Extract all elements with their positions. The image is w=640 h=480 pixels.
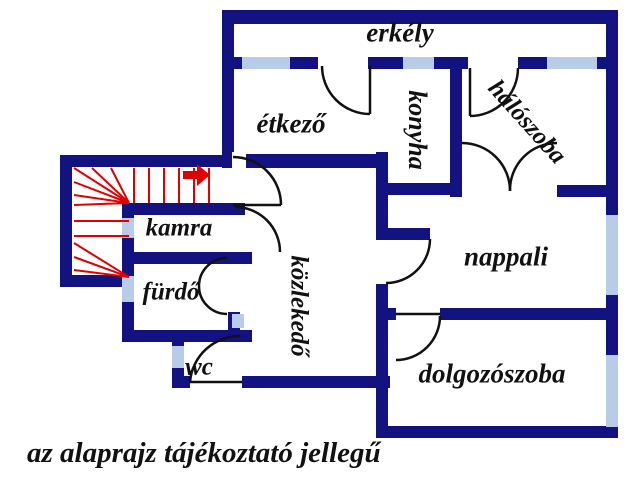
door-swing-arc [469,67,520,118]
window-marker [232,314,244,328]
wall-segment [376,152,388,240]
window-marker [403,57,434,69]
door-swing-arc [385,238,432,285]
stair-tread-line [73,202,130,206]
wall-segment [122,252,252,264]
door-swing-arc [461,141,512,192]
window-marker [547,57,597,69]
stair-tread-line [73,256,130,278]
stair-tread-line [73,194,130,204]
stair-tread-line [73,167,130,204]
window-marker [122,218,134,238]
wall-segment [376,426,618,438]
stair-tread-line [110,167,130,204]
wall-segment [450,57,462,197]
doorway-opening [468,56,518,70]
window-marker [606,215,618,295]
room-label-furdo: fürdő [142,278,200,306]
room-label-kozlekedo: közlekedő [285,255,313,357]
window-marker [122,276,134,302]
door-swing-arc [188,334,241,383]
disclaimer-caption: az alaprajz tájékoztató jellegű [27,437,381,469]
stair-tread-line [73,269,130,278]
room-label-dolgozoszoba: dolgozószoba [418,358,566,389]
stair-direction-arrow-icon [183,164,210,186]
wall-segment [60,275,134,287]
wall-segment [60,155,72,287]
room-label-wc: wc [185,353,213,381]
wall-segment [122,203,245,215]
room-label-nappali: nappali [463,241,549,272]
room-label-konyha: konyha [403,90,432,170]
wall-segment [376,228,430,240]
door-swing-arc [320,65,371,116]
wall-segment [222,10,618,24]
room-label-etkezo: étkező [256,108,326,139]
stair-tread-line [91,167,130,204]
window-marker [242,57,290,69]
doorway-opening [318,56,368,70]
stair-tread-line [73,242,130,278]
door-swing-arc [232,155,283,206]
door-swing-arc [234,205,282,253]
wall-segment [60,155,234,167]
door-swing-arc [197,256,228,316]
doorway-opening [232,152,246,170]
door-swing-arc [395,315,442,362]
wall-segment [234,154,385,168]
window-marker [606,355,618,427]
stair-tread-line [73,181,130,204]
door-swing-arc [508,141,558,192]
window-marker [172,346,184,368]
wall-segment [222,10,234,168]
wall-segment [376,320,388,426]
room-label-kamra: kamra [145,214,213,242]
room-label-erkely: erkély [366,17,434,48]
wall-segment [376,183,462,195]
